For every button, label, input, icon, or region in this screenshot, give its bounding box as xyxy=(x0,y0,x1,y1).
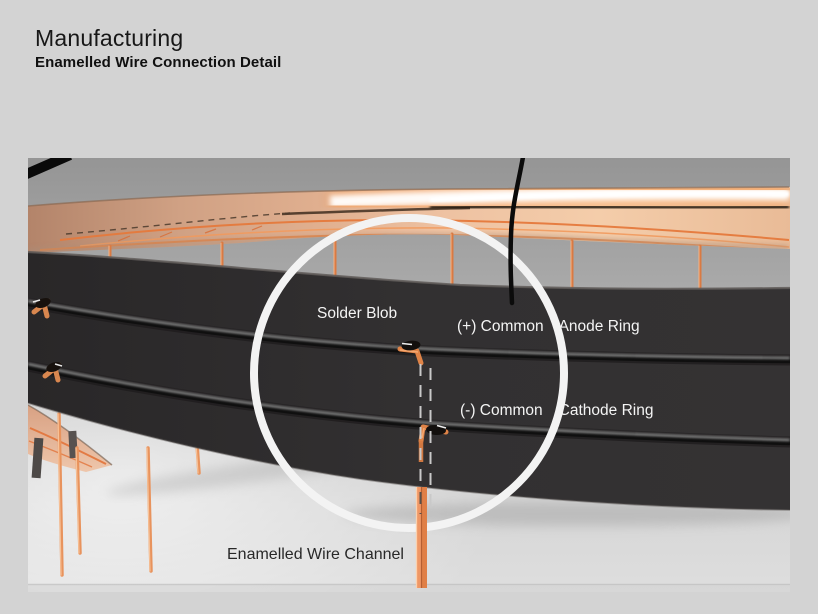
ring-top-rim xyxy=(28,186,790,207)
ring-slot-thin xyxy=(281,206,471,216)
wire-channel-label: Enamelled Wire Channel xyxy=(227,546,404,564)
black-hookup-wire-corner xyxy=(28,158,73,179)
solder-blob-anode xyxy=(397,340,424,366)
anode-label-inside: (+) Common xyxy=(457,318,544,335)
ring-slot-shadow xyxy=(429,204,790,211)
solder-blob-left-cathode xyxy=(42,361,63,383)
ring-dashed-seam xyxy=(65,212,291,235)
header: Manufacturing Enamelled Wire Connection … xyxy=(35,25,282,72)
cathode-wire xyxy=(28,360,790,448)
cathode-label-inside: (-) Common xyxy=(460,402,543,419)
anode-wire xyxy=(28,297,790,366)
wire-channel-label-text: Enamelled Wire Channel xyxy=(227,546,404,563)
dangling-wires xyxy=(57,412,201,577)
anode-ring-label: (+) Common Anode Ring xyxy=(457,318,640,336)
black-hookup-wire xyxy=(508,158,526,306)
ring-hot-core xyxy=(429,190,790,203)
solder-blob-label: Solder Blob xyxy=(317,305,397,323)
page-title: Manufacturing xyxy=(35,25,184,51)
wire-spokes xyxy=(108,232,702,290)
band-bottom-bevel xyxy=(28,402,790,511)
cathode-ring-label: (-) Common Cathode Ring xyxy=(460,402,653,420)
solder-blob-label-text: Solder Blob xyxy=(317,305,398,322)
cathode-label-outside: Cathode Ring xyxy=(558,402,654,419)
leader-dashes xyxy=(419,364,432,508)
anode-label-outside: Anode Ring xyxy=(558,318,640,335)
highlight-circle xyxy=(250,214,568,532)
ring-render xyxy=(28,158,790,592)
solder-blob-left-anode xyxy=(31,297,51,319)
descending-wire-pair xyxy=(415,487,427,588)
band-top-bevel xyxy=(28,250,790,290)
channel-band xyxy=(28,250,790,511)
floor-front-edge xyxy=(28,585,790,592)
page-subtitle: Enamelled Wire Connection Detail xyxy=(35,54,282,72)
